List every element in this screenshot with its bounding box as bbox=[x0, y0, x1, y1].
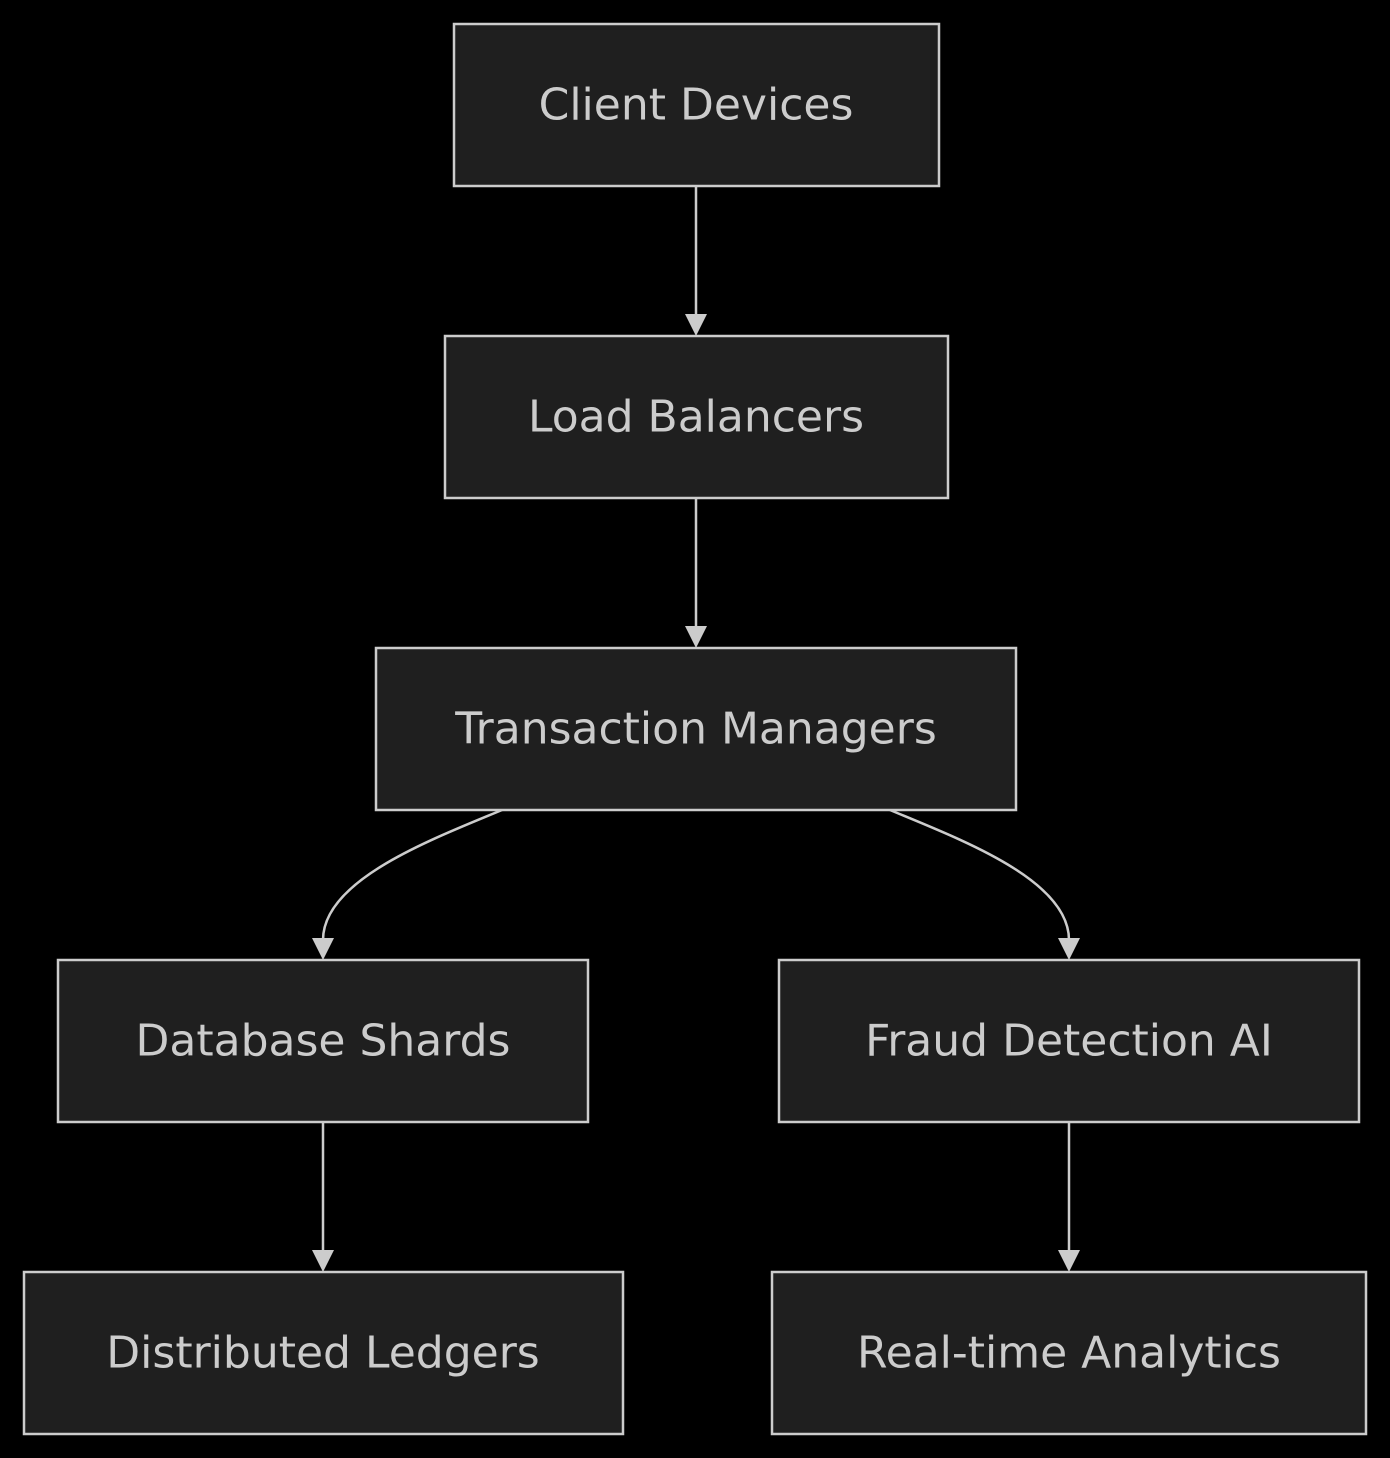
node-real-time-analytics: Real-time Analytics bbox=[770, 1270, 1368, 1436]
arrow-head-icon bbox=[1058, 1250, 1080, 1272]
edge-client-to-load-balancers bbox=[685, 186, 707, 336]
edge-transaction-managers-to-fraud-detection bbox=[889, 808, 1080, 960]
node-label: Transaction Managers bbox=[454, 704, 937, 755]
nodes: Client Devices Load Balancers Transactio… bbox=[22, 22, 1368, 1436]
edge-database-shards-to-distributed-ledgers bbox=[312, 1122, 334, 1272]
edge-transaction-managers-to-database-shards bbox=[312, 808, 503, 960]
node-transaction-managers: Transaction Managers bbox=[374, 646, 1018, 812]
arrow-head-icon bbox=[312, 938, 334, 960]
node-database-shards: Database Shards bbox=[56, 958, 590, 1124]
node-label: Distributed Ledgers bbox=[106, 1328, 539, 1379]
arrow-head-icon bbox=[685, 314, 707, 336]
edge-load-balancers-to-transaction-managers bbox=[685, 498, 707, 648]
node-label: Client Devices bbox=[539, 80, 854, 131]
node-label: Load Balancers bbox=[528, 392, 864, 443]
edges bbox=[312, 186, 1080, 1272]
node-label: Database Shards bbox=[136, 1016, 511, 1067]
arrow-head-icon bbox=[1058, 938, 1080, 960]
edge-fraud-detection-to-real-time-analytics bbox=[1058, 1122, 1080, 1272]
node-load-balancers: Load Balancers bbox=[443, 334, 950, 500]
node-client-devices: Client Devices bbox=[452, 22, 941, 188]
arrow-head-icon bbox=[312, 1250, 334, 1272]
arrow-head-icon bbox=[685, 626, 707, 648]
node-label: Fraud Detection AI bbox=[865, 1016, 1273, 1067]
node-distributed-ledgers: Distributed Ledgers bbox=[22, 1270, 625, 1436]
node-label: Real-time Analytics bbox=[857, 1328, 1281, 1379]
node-fraud-detection-ai: Fraud Detection AI bbox=[777, 958, 1361, 1124]
